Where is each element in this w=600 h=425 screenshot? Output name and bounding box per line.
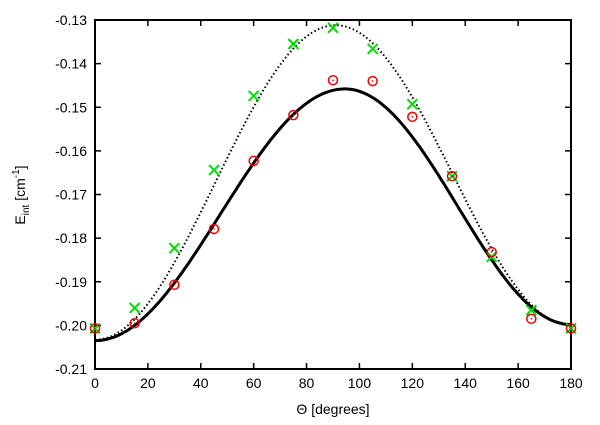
cross-marker <box>247 90 260 102</box>
y-tick-label: -0.18 <box>55 230 87 246</box>
circle-marker-dot <box>411 116 414 118</box>
x-tick-label: 140 <box>454 375 478 391</box>
y-tick-label: -0.21 <box>55 361 87 377</box>
cross-marker <box>406 98 419 110</box>
circle-marker-dot <box>252 160 255 162</box>
y-axis-label-close: ] <box>12 165 28 169</box>
y-axis-label-sub: int <box>21 204 32 215</box>
circle-marker <box>288 109 299 121</box>
x-tick-label: 160 <box>506 375 530 391</box>
y-tick-label: -0.20 <box>55 317 87 333</box>
cross-marker <box>208 164 220 176</box>
circle-marker-dot <box>570 327 572 330</box>
cross-marker <box>525 304 538 316</box>
y-tick-label: -0.14 <box>55 56 87 72</box>
circle-marker <box>486 246 497 258</box>
y-axis-label: Eint [cm-1] <box>11 165 32 224</box>
circle-marker-dot <box>213 228 215 230</box>
x-axis-label: Θ [degrees] <box>296 401 369 417</box>
cross-marker <box>168 242 181 254</box>
circle-marker <box>565 323 577 334</box>
curves <box>94 24 572 343</box>
x-tick-label: 60 <box>246 375 262 391</box>
plot-frame <box>94 19 572 370</box>
circle-marker <box>129 317 140 329</box>
x-tick-label: 100 <box>348 375 372 391</box>
circle-marker-dot <box>173 284 176 286</box>
circle-marker-dot <box>133 322 136 324</box>
solid-curve <box>95 87 572 343</box>
circle-marker <box>367 75 378 87</box>
x-tick-label: 80 <box>299 375 315 391</box>
y-tick-label: -0.19 <box>55 274 87 290</box>
data-markers <box>89 22 577 335</box>
x-tick-label: 40 <box>193 375 209 391</box>
circle-marker <box>526 313 537 325</box>
y-tick-label: -0.13 <box>55 12 87 28</box>
y-axis-label-sup: -1 <box>11 169 22 178</box>
circle-marker-dot <box>332 79 334 82</box>
x-tick-label: 0 <box>91 375 99 391</box>
cross-marker <box>128 302 141 314</box>
circle-marker <box>89 323 101 334</box>
y-axis-label-unit: [cm <box>12 178 28 204</box>
cross-marker <box>287 38 300 50</box>
circle-marker-dot <box>292 114 295 116</box>
circle-marker <box>208 223 220 235</box>
y-tick-label: -0.16 <box>55 143 87 159</box>
x-tick-label: 120 <box>401 375 425 391</box>
circle-marker-dot <box>530 318 533 320</box>
circle-marker <box>327 74 339 86</box>
y-tick-label: -0.15 <box>55 99 87 115</box>
circle-marker-dot <box>451 175 453 177</box>
cross-marker <box>327 22 339 34</box>
y-axis-label-main: E <box>12 215 28 224</box>
cross-marker <box>366 43 379 55</box>
x-tick-label: 180 <box>559 375 583 391</box>
circle-marker-dot <box>490 251 493 253</box>
circle-marker-dot <box>94 327 96 330</box>
circle-marker <box>446 170 458 182</box>
axis-labels: Θ [degrees] Eint [cm-1] <box>11 165 370 417</box>
y-tick-label: -0.17 <box>55 187 87 203</box>
axes: 0 20 40 60 80 100 120 140 160 180 -0.13 -0.14 -0.15 -… <box>55 12 583 391</box>
circle-marker-dot <box>371 80 374 82</box>
x-tick-label: 20 <box>140 375 156 391</box>
circle-marker <box>248 155 259 167</box>
circle-marker <box>407 111 418 123</box>
circle-marker <box>169 279 180 291</box>
